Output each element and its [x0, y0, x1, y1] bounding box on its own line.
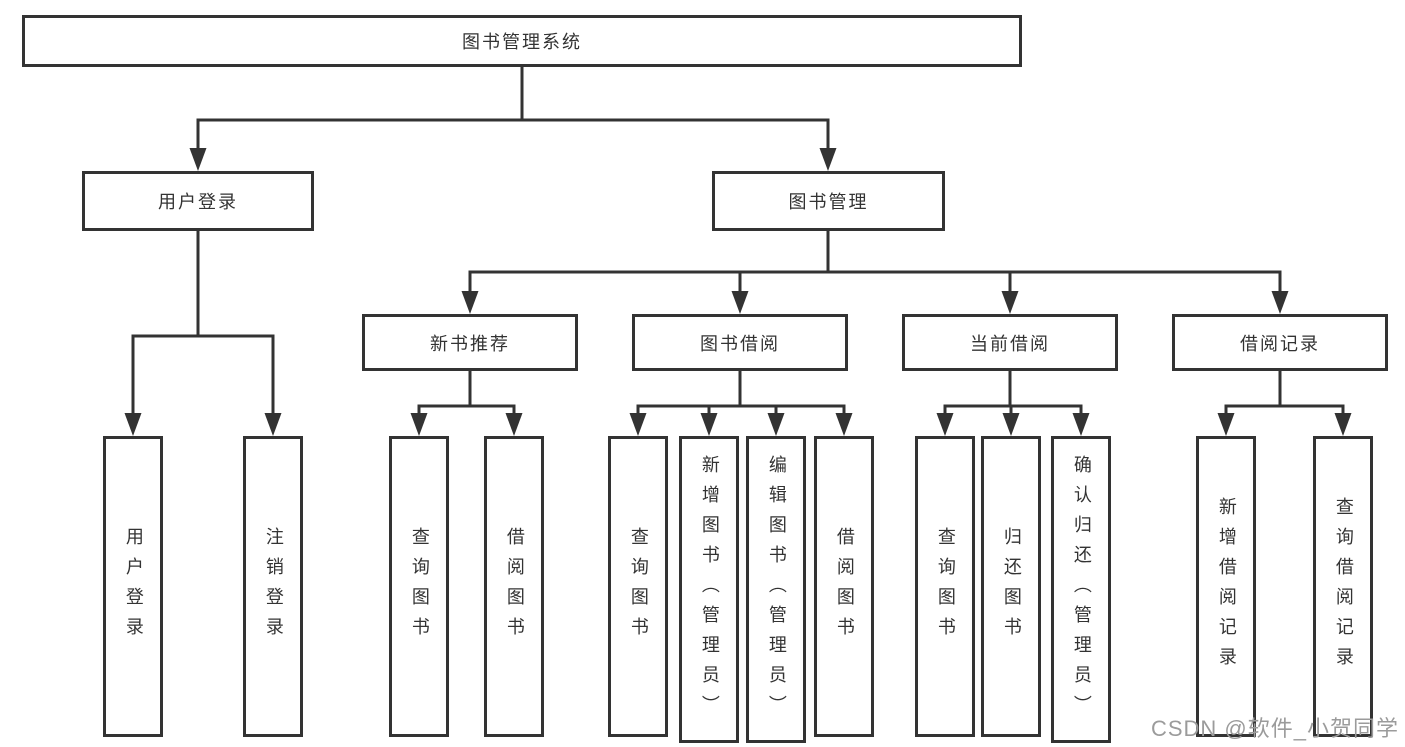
leaf-query-books-recommend: 查询图书 — [389, 436, 449, 737]
node-label: 新增借阅记录 — [1216, 496, 1237, 677]
node-label: 归还图书 — [1001, 526, 1022, 647]
node-label: 借阅图书 — [834, 526, 855, 647]
node-label: 确认归还（管理员） — [1071, 454, 1092, 725]
leaf-query-borrow-record: 查询借阅记录 — [1313, 436, 1373, 737]
leaf-edit-book-admin: 编辑图书（管理员） — [746, 436, 806, 743]
leaf-query-books-current: 查询图书 — [915, 436, 975, 737]
node-label: 查询借阅记录 — [1333, 496, 1354, 677]
leaf-return-books: 归还图书 — [981, 436, 1041, 737]
node-label: 借阅记录 — [1240, 333, 1320, 354]
node-label: 新书推荐 — [430, 333, 510, 354]
node-label: 查询图书 — [935, 526, 956, 647]
csdn-watermark: CSDN @软件_小贺同学 — [1150, 716, 1399, 741]
node-new-book-recommend: 新书推荐 — [362, 314, 578, 371]
leaf-borrow-books-recommend: 借阅图书 — [484, 436, 544, 737]
leaf-borrow-books-borrowing: 借阅图书 — [814, 436, 874, 737]
node-label: 图书管理 — [788, 192, 869, 212]
node-label: 当前借阅 — [970, 333, 1050, 354]
leaf-confirm-return-admin: 确认归还（管理员） — [1051, 436, 1111, 743]
node-label: 图书管理系统 — [462, 32, 582, 52]
leaf-logout: 注销登录 — [243, 436, 303, 737]
node-current-borrowing: 当前借阅 — [902, 314, 1118, 371]
node-label: 查询图书 — [628, 526, 649, 647]
node-book-management: 图书管理 — [712, 171, 945, 231]
node-user-login: 用户登录 — [82, 171, 314, 231]
node-book-borrowing: 图书借阅 — [632, 314, 848, 371]
leaf-add-book-admin: 新增图书（管理员） — [679, 436, 739, 743]
leaf-add-borrow-record: 新增借阅记录 — [1196, 436, 1256, 737]
node-root-system: 图书管理系统 — [22, 15, 1022, 67]
node-label: 用户登录 — [123, 526, 144, 647]
leaf-user-login: 用户登录 — [103, 436, 163, 737]
node-label: 查询图书 — [409, 526, 430, 647]
node-label: 新增图书（管理员） — [699, 454, 720, 725]
node-label: 图书借阅 — [700, 333, 780, 354]
node-label: 注销登录 — [263, 526, 284, 647]
leaf-query-books-borrowing: 查询图书 — [608, 436, 668, 737]
node-label: 借阅图书 — [504, 526, 525, 647]
node-label: 编辑图书（管理员） — [766, 454, 787, 725]
node-borrowing-records: 借阅记录 — [1172, 314, 1388, 371]
node-label: 用户登录 — [158, 192, 238, 212]
